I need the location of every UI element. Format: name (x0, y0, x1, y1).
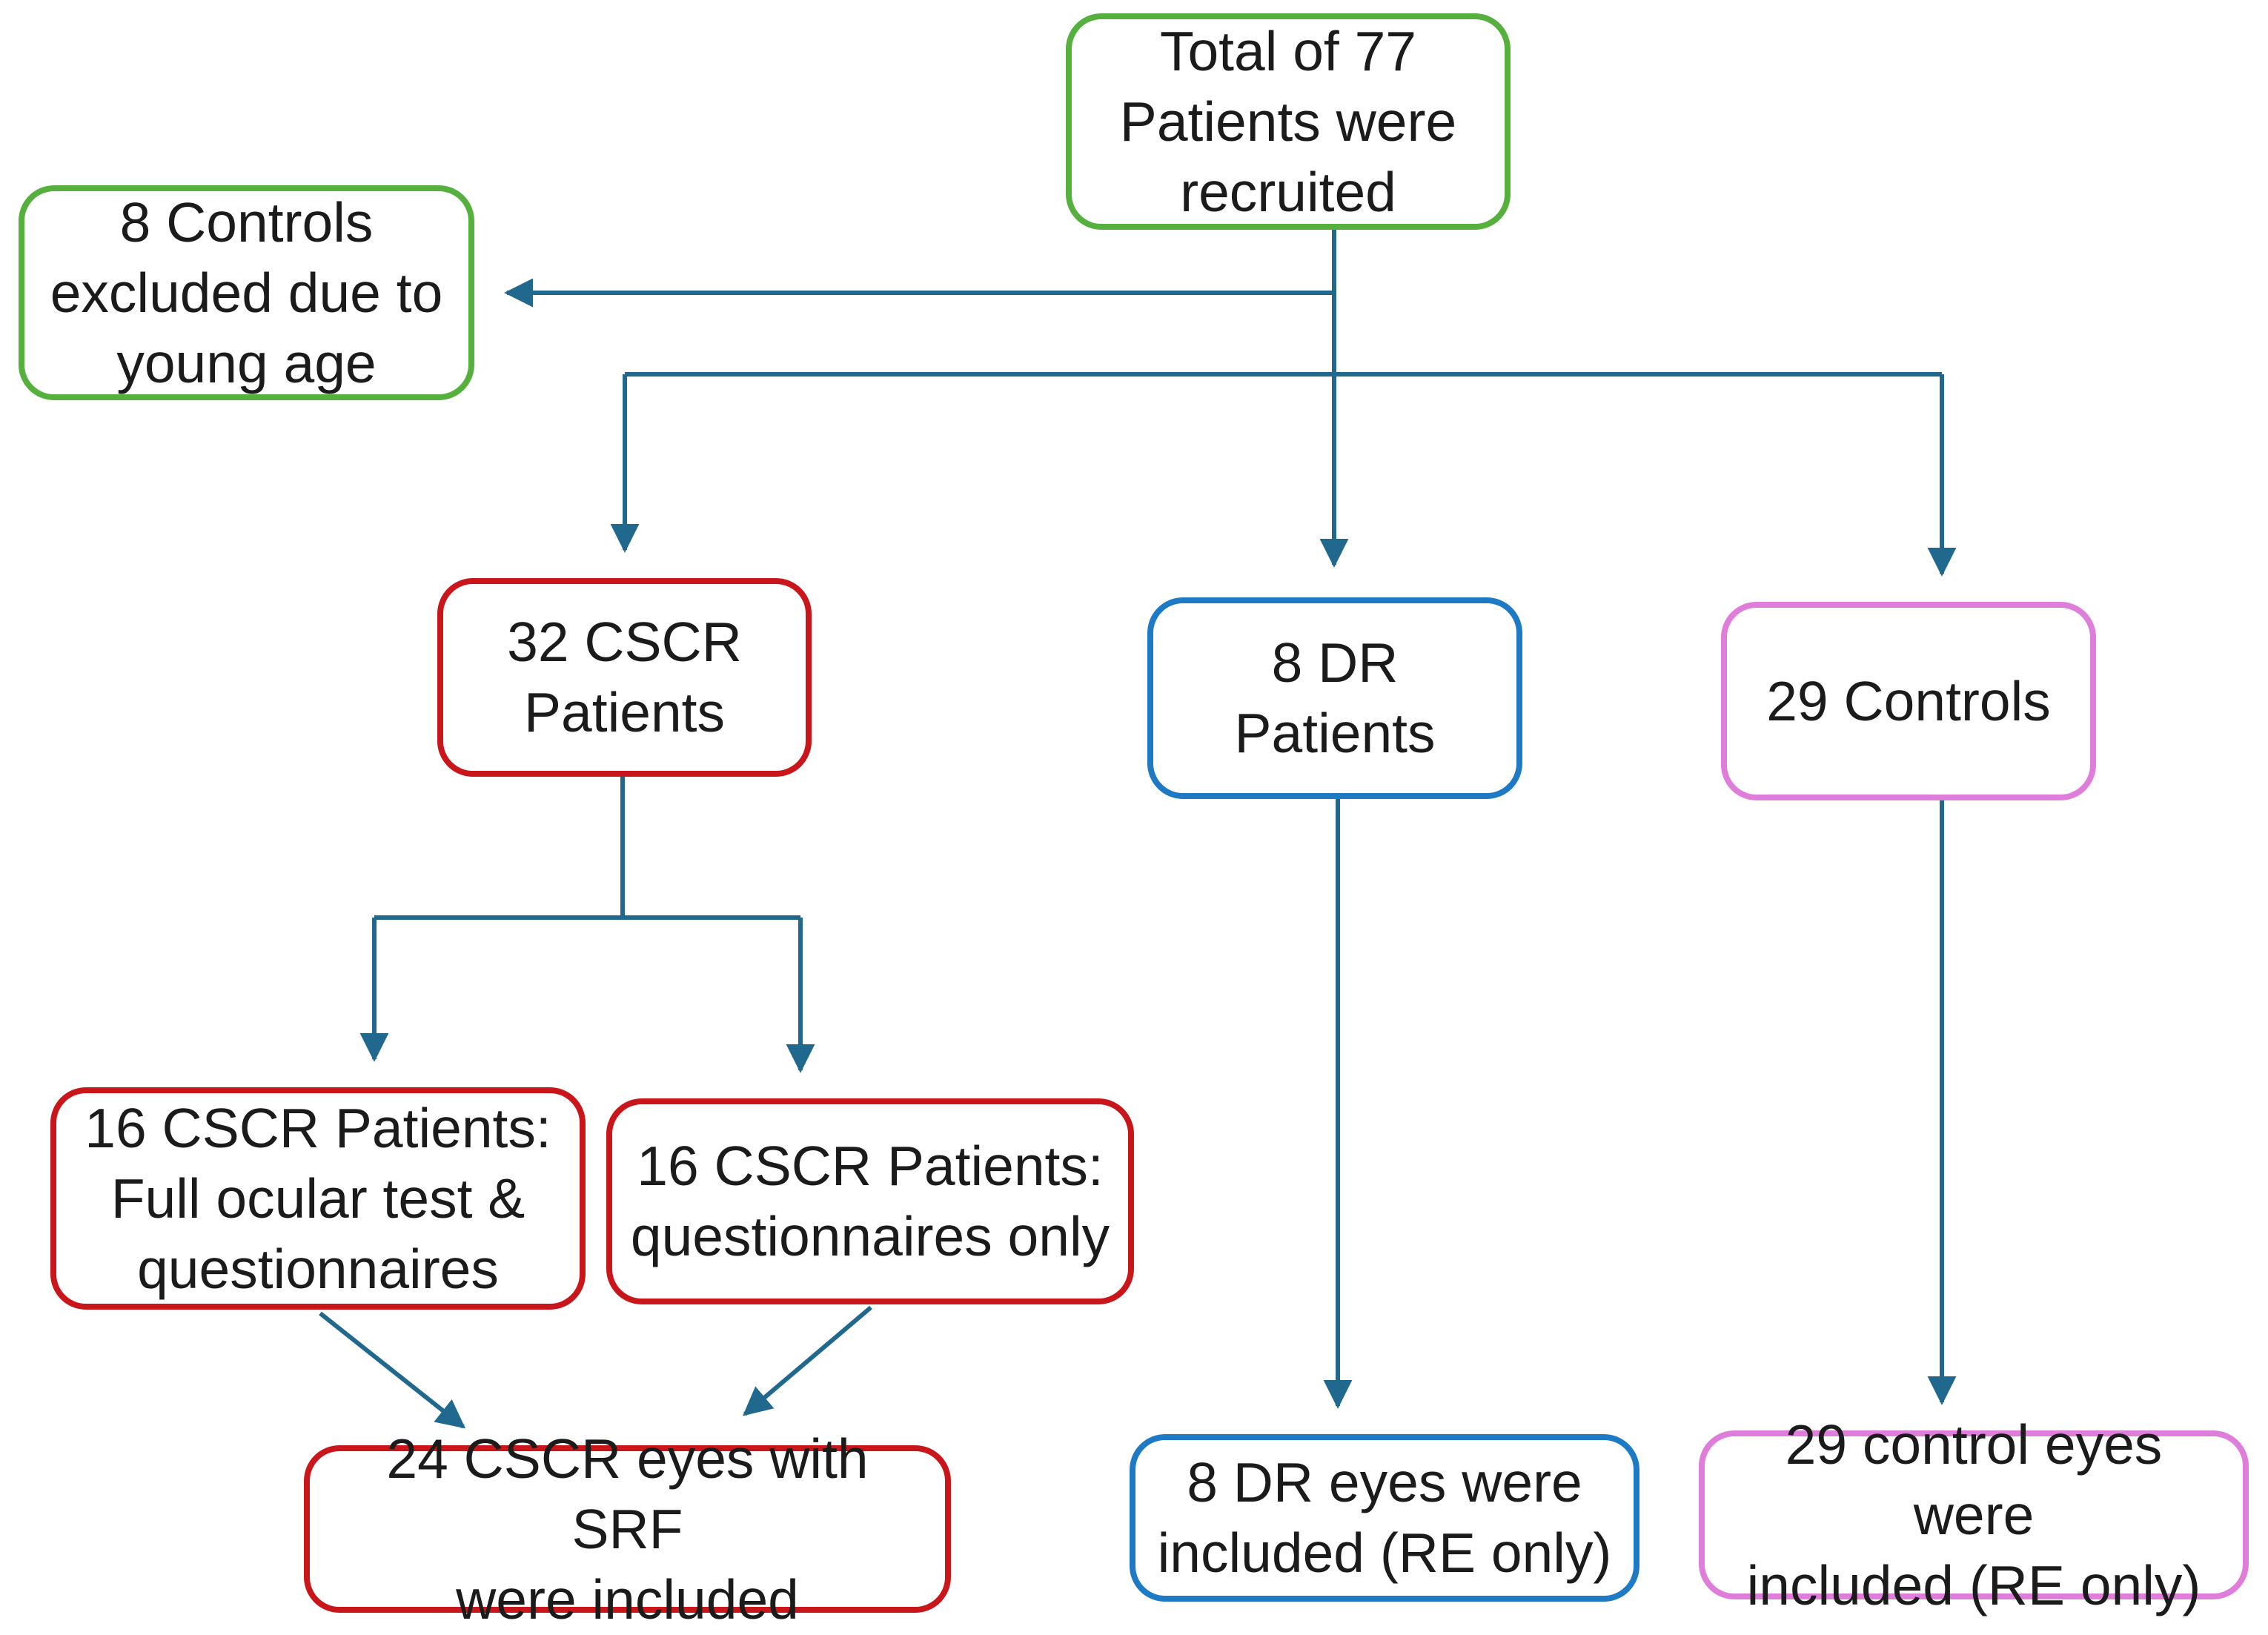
node-cscr32-label: 32 CSCR Patients (507, 611, 742, 743)
node-dr8eyes-label: 8 DR eyes were included (RE only) (1157, 1451, 1612, 1584)
node-cscr-patients: 32 CSCR Patients (437, 578, 812, 777)
arrow-cscr16full-to-cscr24 (319, 1311, 466, 1429)
node-controls29eyes-label: 29 control eyes were included (RE only) (1746, 1413, 2201, 1616)
node-controls: 29 Controls (1721, 602, 2096, 800)
node-total-recruited: Total of 77 Patients were recruited (1066, 13, 1511, 230)
node-cscr24-label: 24 CSCR eyes with SRF were included (386, 1427, 869, 1631)
node-cscr16quest-label: 16 CSCR Patients: questionnaires only (630, 1135, 1110, 1267)
node-total-label: Total of 77 Patients were recruited (1119, 19, 1457, 223)
node-cscr-questionnaires-only: 16 CSCR Patients: questionnaires only (606, 1098, 1134, 1304)
node-dr-eyes-included: 8 DR eyes were included (RE only) (1130, 1434, 1639, 1602)
node-cscr-eyes-included: 24 CSCR eyes with SRF were included (304, 1427, 951, 1631)
node-dr8-label: 8 DR Patients (1234, 631, 1436, 764)
node-control-eyes-included: 29 control eyes were included (RE only) (1699, 1413, 2249, 1616)
node-cscr16full-label: 16 CSCR Patients: Full ocular test & que… (84, 1096, 551, 1300)
node-cscr-full-test: 16 CSCR Patients: Full ocular test & que… (50, 1087, 586, 1310)
arrow-cscr16quest-to-cscr24 (743, 1305, 872, 1416)
node-dr-patients: 8 DR Patients (1147, 597, 1522, 799)
node-excluded-label: 8 Controls excluded due to young age (50, 190, 443, 394)
node-controls29-label: 29 Controls (1766, 669, 2051, 732)
node-controls-excluded: 8 Controls excluded due to young age (19, 185, 474, 400)
